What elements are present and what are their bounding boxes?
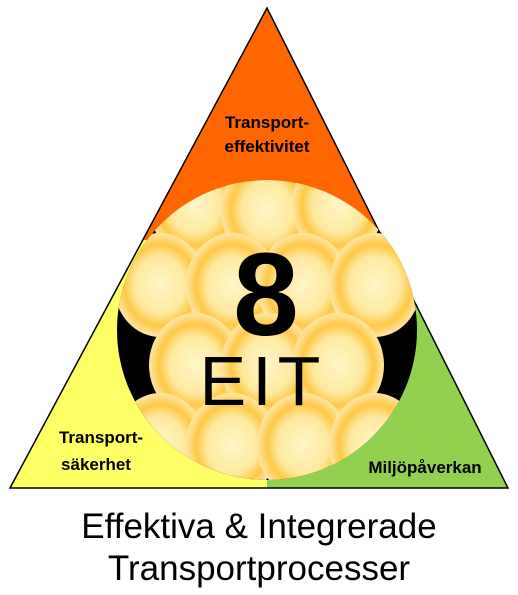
top-label-line2: effektivitet [224, 137, 309, 156]
pattern-disc [221, 313, 313, 417]
left-label-line2: säkerhet [61, 455, 131, 474]
center-digit: 8 [233, 229, 299, 361]
top-label-line1: Transport- [225, 113, 309, 132]
pattern-disc [117, 233, 206, 337]
pattern-disc [186, 233, 278, 337]
pattern-disc [329, 233, 417, 337]
caption-line-1: Effektiva & Integrerade [81, 507, 437, 546]
pattern-disc [292, 180, 384, 257]
pattern-disc [292, 313, 384, 417]
caption-line-2: Transportprocesser [107, 549, 411, 588]
center-circle [117, 180, 417, 480]
pattern-disc [149, 313, 241, 417]
pattern-disc [257, 233, 349, 337]
left-label-line1: Transport- [59, 428, 143, 447]
pattern-disc [149, 180, 241, 257]
eit-triangle-diagram: Transport- effektivitet Transport- säker… [8, 6, 510, 489]
right-label: Miljöpåverkan [368, 458, 481, 477]
center-abbreviation: EIT [200, 342, 327, 420]
